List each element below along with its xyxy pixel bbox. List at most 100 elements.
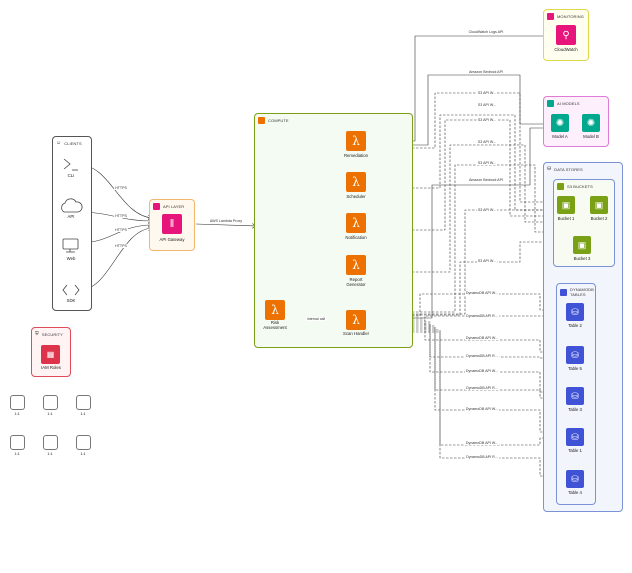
relation-box[interactable]: [43, 395, 58, 410]
ai-models-title: AI MODELS: [557, 101, 580, 106]
lambda-icon: λ: [271, 303, 279, 317]
relation-box[interactable]: [10, 395, 25, 410]
edge-label-bedrock-1: Amazon Bedrock API: [465, 70, 507, 74]
bucket-3-label: Bucket 3: [573, 256, 591, 261]
bucket-3-node[interactable]: ▣: [573, 236, 591, 254]
risk-assessment-label: Risk Assessment: [263, 320, 287, 330]
edge-label-https-1: HTTPS: [114, 186, 128, 190]
s3-buckets-icon: [557, 183, 564, 190]
users-icon: ☺: [56, 140, 62, 146]
table-4-node[interactable]: ⛁: [566, 470, 584, 488]
remediation-node[interactable]: λ: [346, 131, 366, 151]
table-3-node[interactable]: ⛁: [566, 387, 584, 405]
scheduler-node[interactable]: λ: [346, 172, 366, 192]
edge-label-dynamodb: DynamoDB API R...: [465, 314, 499, 318]
dynamodb-tables-title: DYNAMODB TABLES: [570, 287, 594, 297]
edge-label-s3: S3 API W...: [476, 161, 498, 165]
shield-icon: ⛨: [35, 331, 39, 337]
model-a-node[interactable]: ✺: [551, 114, 569, 132]
dynamodb-icon: [560, 288, 567, 296]
api-layer-title: API LAYER: [163, 204, 185, 209]
edge-label-https-2: HTTPS: [114, 214, 128, 218]
remediation-label: Remediation: [343, 153, 369, 158]
edge-label-s3: S3 API W...: [476, 208, 498, 212]
table-icon: ⛁: [571, 306, 579, 317]
clients-group: ☺ CLIENTS: [52, 136, 92, 311]
bucket-1-node[interactable]: ▣: [557, 196, 575, 214]
client-label-api: API: [67, 214, 75, 219]
lambda-icon: λ: [352, 313, 360, 327]
relation-label: 1:1: [14, 412, 20, 416]
edge-label-dynamodb: DynamoDB API W...: [464, 336, 500, 340]
risk-assessment-node[interactable]: λ: [265, 300, 285, 320]
data-stores-title: DATA STORES: [554, 166, 583, 172]
model-b-node[interactable]: ✺: [582, 114, 600, 132]
bucket-icon: ▣: [577, 239, 587, 250]
iam-icon: ▦: [46, 350, 55, 359]
table-4-label: Table 4: [568, 490, 582, 495]
compute-title: COMPUTE: [268, 118, 289, 123]
lambda-icon: λ: [352, 134, 360, 148]
bucket-icon: ▣: [594, 199, 604, 210]
model-b-label: Model B: [583, 134, 599, 139]
cloudwatch-node[interactable]: ⚲: [556, 25, 576, 45]
compute-icon: [258, 117, 265, 124]
relation-box[interactable]: [10, 435, 25, 450]
scheduler-label: Scheduler: [346, 194, 366, 199]
edge-label-dynamodb: DynamoDB API R...: [465, 386, 499, 390]
relation-label: 1:1: [80, 412, 86, 416]
bedrock-icon: ✺: [586, 117, 596, 129]
iam-roles-node[interactable]: ▦: [41, 345, 60, 364]
edge-label-dynamodb: DynamoDB API W...: [464, 441, 500, 445]
table-1-node[interactable]: ⛁: [566, 428, 584, 446]
edge-label-https-4: HTTPS: [114, 244, 128, 248]
table-3-label: Table 3: [568, 407, 582, 412]
lambda-icon: λ: [352, 258, 360, 272]
relation-label: 1:1: [47, 412, 53, 416]
client-label-cli: CLI: [67, 173, 75, 178]
api-gateway-node[interactable]: ‖: [162, 214, 182, 234]
relation-box[interactable]: [76, 435, 91, 450]
bucket-2-label: Bucket 2: [590, 216, 608, 221]
relation-box[interactable]: [76, 395, 91, 410]
report-generator-label: Report Generator: [346, 277, 366, 287]
edge-label-dynamodb: DynamoDB API W...: [464, 291, 500, 295]
model-a-label: Model A: [552, 134, 568, 139]
table-icon: ⛁: [571, 431, 579, 442]
relation-label: 1:1: [47, 452, 53, 456]
edge-label-s3: S3 API W...: [476, 140, 498, 144]
edge-label-dynamodb: DynamoDB API R...: [465, 354, 499, 358]
notification-node[interactable]: λ: [346, 213, 366, 233]
database-icon: ⛁: [547, 166, 552, 172]
notification-label: Notification: [345, 235, 367, 240]
edge-label-cloudwatch-logs: CloudWatch Logs API: [465, 30, 507, 34]
monitoring-icon: [547, 13, 554, 20]
bucket-1-label: Bucket 1: [557, 216, 575, 221]
ai-models-icon: [547, 100, 554, 107]
relation-label: 1:1: [14, 452, 20, 456]
report-generator-node[interactable]: λ: [346, 255, 366, 275]
edge-label-bedrock-2: Amazon Bedrock API: [465, 178, 507, 182]
edge-label-internal-call: internal call: [305, 317, 327, 321]
edge-label-s3: S3 API W...: [476, 91, 498, 95]
client-label-web: Web: [66, 256, 76, 261]
client-label-sdk: SDK: [66, 298, 76, 303]
lambda-icon: λ: [352, 216, 360, 230]
cloudwatch-label: CloudWatch: [554, 47, 578, 52]
edge-label-https-3: HTTPS: [114, 228, 128, 232]
bucket-2-node[interactable]: ▣: [590, 196, 608, 214]
scan-handler-node[interactable]: λ: [346, 310, 366, 330]
table-5-node[interactable]: ⛁: [566, 346, 584, 364]
relation-box[interactable]: [43, 435, 58, 450]
table-icon: ⛁: [571, 473, 579, 484]
edge-label-dynamodb: DynamoDB API W...: [464, 407, 500, 411]
table-2-node[interactable]: ⛁: [566, 303, 584, 321]
table-icon: ⛁: [571, 349, 579, 360]
api-gateway-label: API Gateway: [159, 237, 185, 242]
magnifier-icon: ⚲: [562, 29, 570, 41]
clients-group-title: CLIENTS: [64, 140, 82, 146]
lambda-icon: λ: [352, 175, 360, 189]
api-layer-icon: [153, 203, 160, 210]
table-2-label: Table 2: [568, 323, 582, 328]
s3-buckets-title: S3 BUCKETS: [567, 184, 593, 189]
